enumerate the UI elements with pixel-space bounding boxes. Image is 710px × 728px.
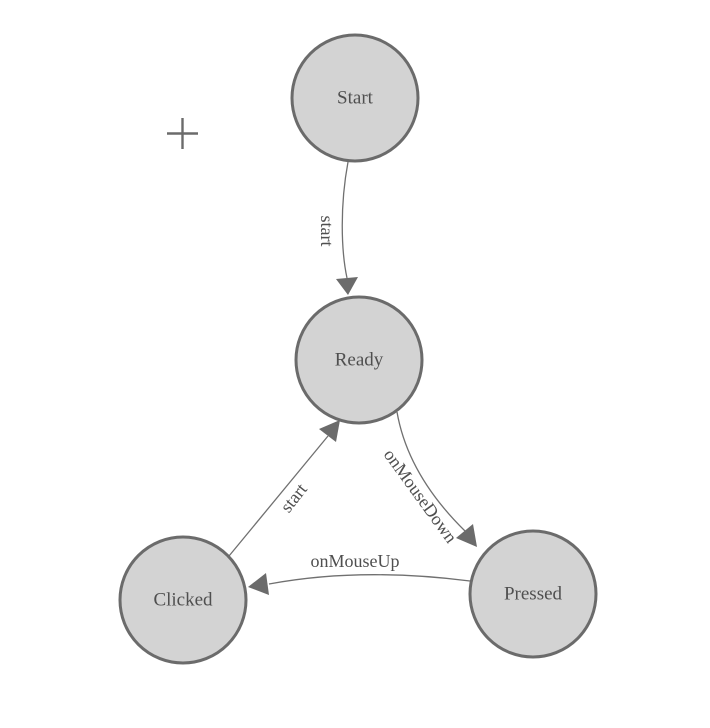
node-pressed[interactable]: Pressed bbox=[468, 529, 598, 659]
crosshair-lines bbox=[167, 118, 198, 149]
edge-clicked-ready-path[interactable] bbox=[228, 435, 329, 557]
edge-start-ready-label: start bbox=[317, 216, 337, 247]
crosshair-cursor-icon bbox=[167, 118, 198, 149]
edge-ready-pressed-label: onMouseDown bbox=[380, 445, 461, 547]
edge-start-ready-path[interactable] bbox=[341, 161, 349, 279]
node-clicked-circle[interactable] bbox=[118, 535, 248, 665]
edge-start-ready[interactable]: start bbox=[317, 161, 358, 295]
node-start[interactable]: Start bbox=[290, 33, 420, 163]
edge-pressed-clicked-path[interactable] bbox=[268, 574, 471, 585]
node-ready-circle[interactable] bbox=[294, 295, 424, 425]
edge-pressed-clicked-arrowhead-icon bbox=[248, 573, 269, 595]
edge-clicked-ready-arrowhead-icon bbox=[319, 420, 340, 442]
edge-pressed-clicked-label: onMouseUp bbox=[311, 551, 400, 571]
edge-clicked-ready[interactable]: start bbox=[228, 420, 340, 557]
edge-ready-pressed-arrowhead-icon bbox=[456, 524, 477, 547]
edge-clicked-ready-label: start bbox=[276, 479, 311, 516]
edge-start-ready-arrowhead-icon bbox=[336, 277, 358, 295]
node-pressed-circle[interactable] bbox=[468, 529, 598, 659]
node-ready[interactable]: Ready bbox=[294, 295, 424, 425]
edge-ready-pressed[interactable]: onMouseDown bbox=[380, 411, 477, 547]
edge-ready-pressed-path[interactable] bbox=[396, 411, 466, 532]
node-start-circle[interactable] bbox=[290, 33, 420, 163]
node-clicked[interactable]: Clicked bbox=[118, 535, 248, 665]
edge-pressed-clicked[interactable]: onMouseUp bbox=[248, 551, 471, 595]
